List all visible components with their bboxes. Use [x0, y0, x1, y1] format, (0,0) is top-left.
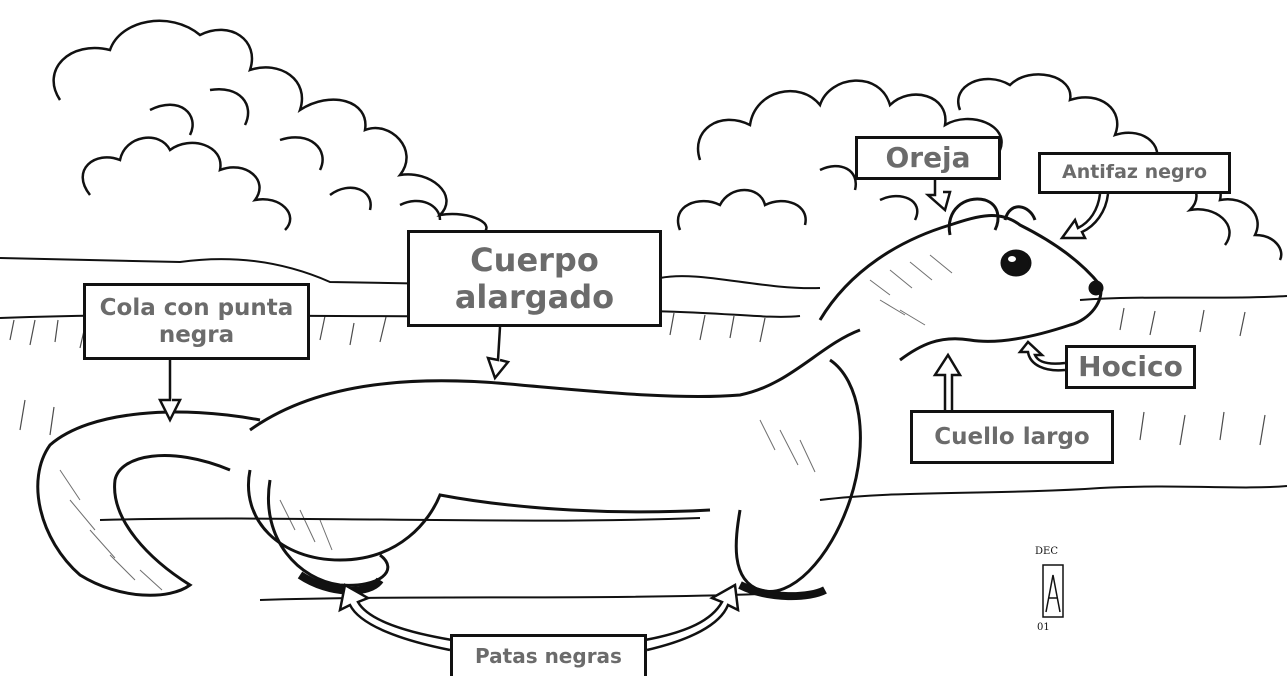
label-oreja: Oreja — [855, 136, 1001, 180]
signature-bottom: 01 — [1037, 622, 1050, 633]
label-patas-negras: Patas negras — [450, 634, 647, 676]
arrow-patas-right — [645, 585, 738, 650]
label-cuello-largo: Cuello largo — [910, 410, 1114, 464]
arrow-oreja — [928, 180, 950, 210]
label-hocico: Hocico — [1065, 345, 1196, 389]
label-antifaz-negro: Antifaz negro — [1038, 152, 1231, 194]
arrow-patas-left — [340, 585, 452, 650]
arrow-cuello — [935, 355, 960, 410]
arrow-hocico — [1020, 342, 1065, 370]
label-cuerpo-alargado: Cuerpo alargado — [407, 230, 662, 327]
label-cola-con-punta-negra: Cola con punta negra — [83, 283, 310, 360]
arrow-cuerpo — [488, 327, 508, 378]
artist-signature: DEC 01 — [1033, 546, 1073, 636]
signature-top: DEC — [1035, 546, 1058, 557]
clouds-left — [54, 21, 487, 235]
arrow-antifaz — [1062, 194, 1108, 238]
